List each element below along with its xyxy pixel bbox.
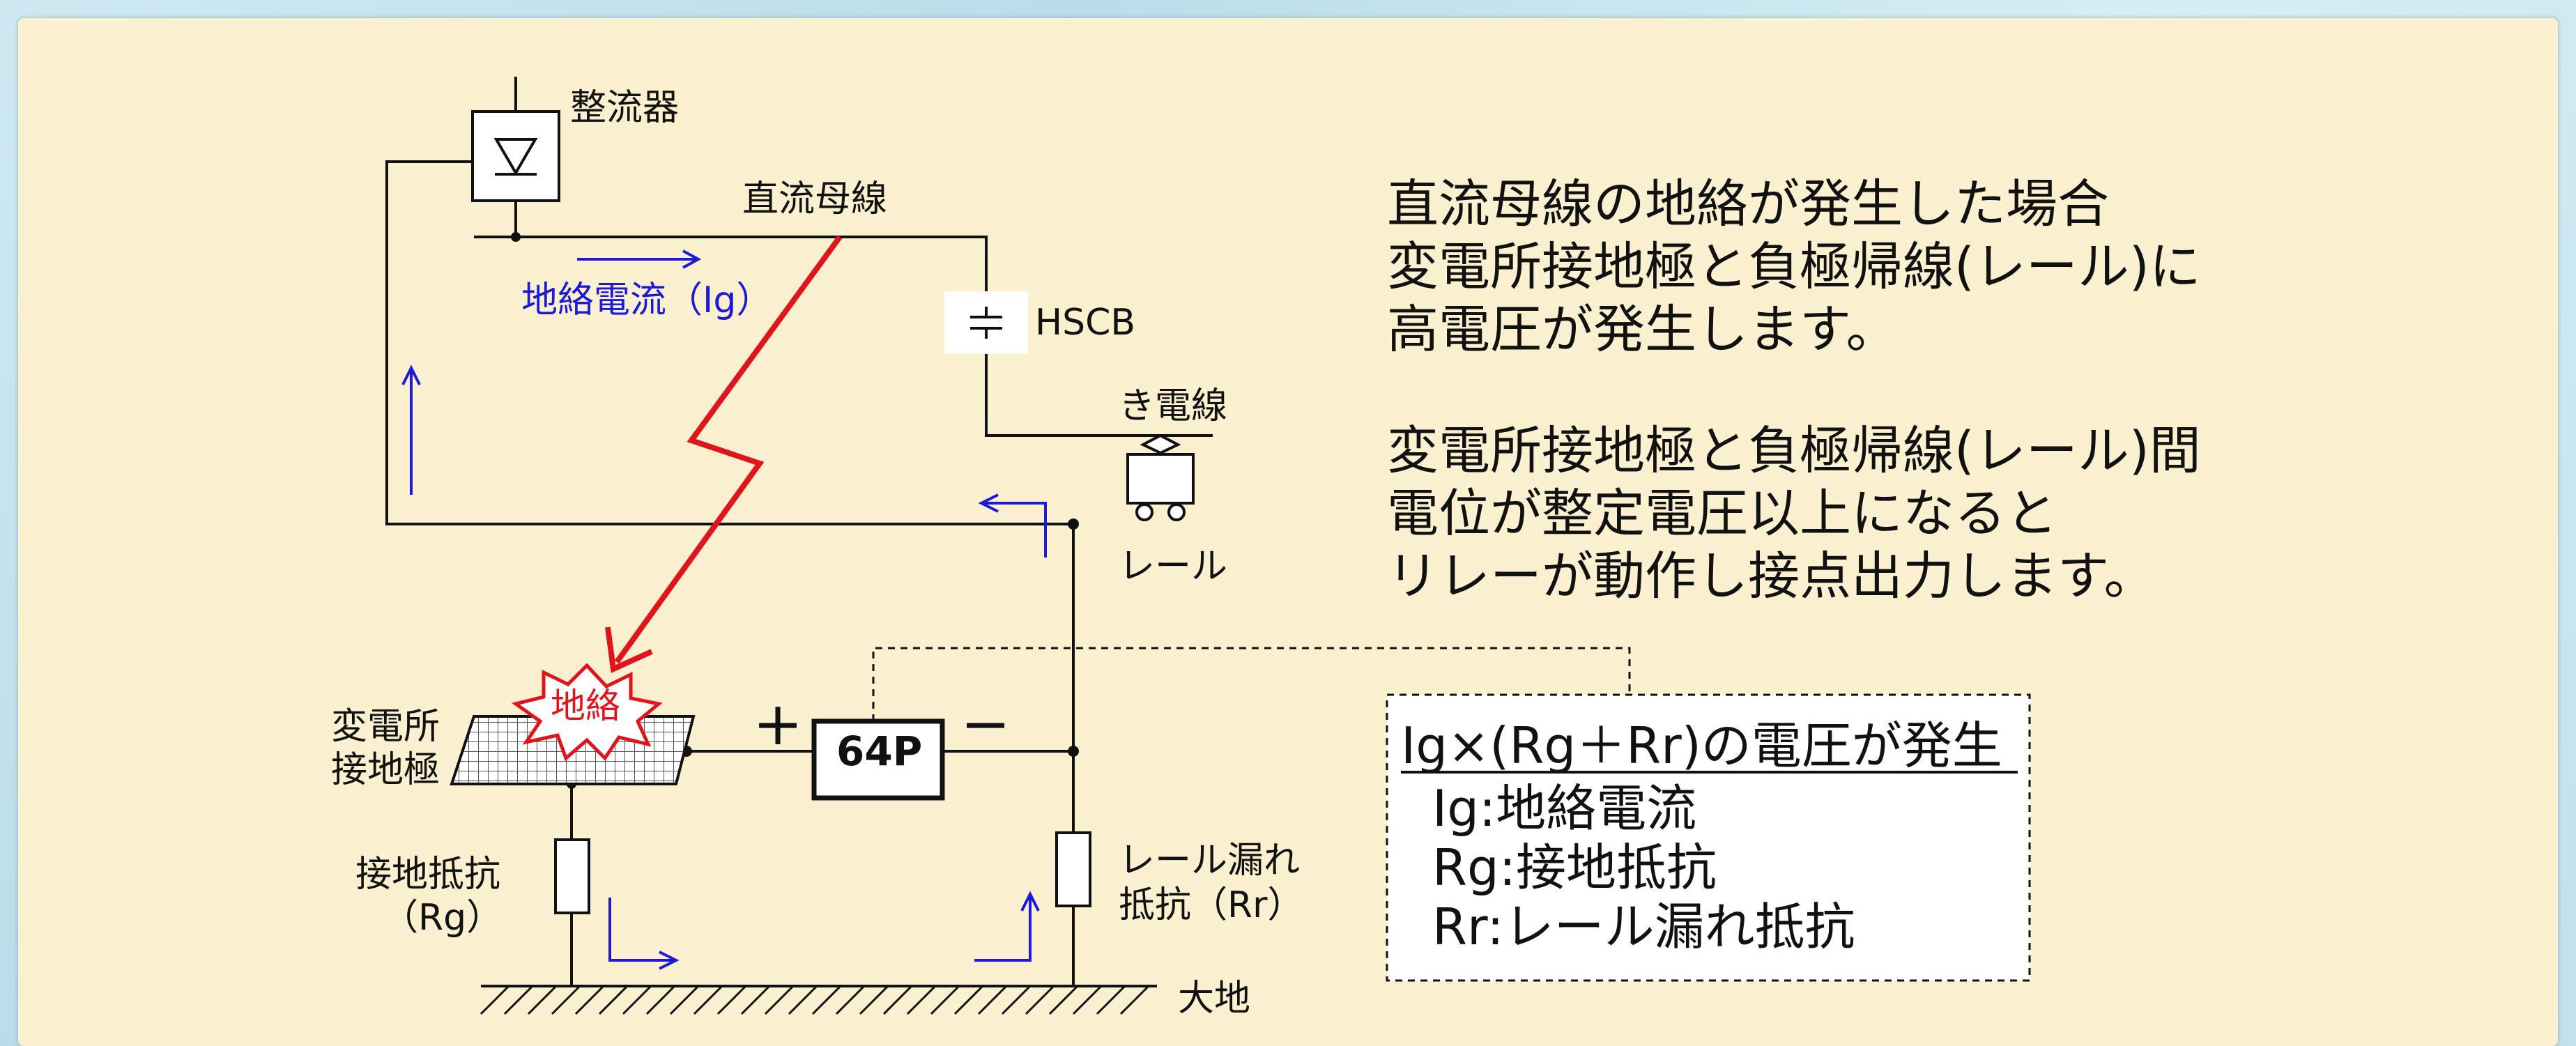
hscb-symbol (944, 291, 1028, 354)
minus-sign: − (960, 689, 1011, 759)
ground-resistance-label-2: （Rg） (382, 897, 503, 939)
explanation-line: 直流母線の地絡が発生した場合 (1387, 174, 2109, 234)
content-panel (18, 18, 2558, 1046)
rectifier-symbol (471, 110, 560, 202)
fault-current-label: 地絡電流（Ig） (521, 279, 772, 321)
formula-box: Ig×(Rg＋Rr)の電圧が発生 Ig:地絡電流 Rg:接地抵抗 Rr:レール漏… (1386, 693, 2031, 982)
rail-leak-label-1: レール漏れ (1119, 840, 1300, 882)
substation-ground-label-1: 変電所 (331, 706, 440, 748)
explanation-line: 高電圧が発生します。 (1387, 300, 1898, 360)
formula-item: Ig:地絡電流 (1432, 779, 1696, 838)
train-icon (1126, 433, 1195, 521)
formula-item: Rr:レール漏れ抵抗 (1432, 898, 1855, 956)
ground-resistor-rg (554, 838, 590, 914)
relay-64p-box (811, 718, 945, 801)
rail-label: レール (1119, 546, 1227, 587)
rail-leak-resistor-rr (1055, 831, 1091, 907)
explanation-line: 電位が整定電圧以上になると (1387, 484, 2057, 544)
explanation-line: リレーが動作し接点出力します。 (1387, 546, 2156, 606)
fault-path-arrow (605, 235, 843, 673)
explanation-line: 変電所接地極と負極帰線(レール)に (1387, 237, 2201, 297)
hscb-label: HSCB (1035, 302, 1135, 344)
fault-burst-icon (512, 663, 663, 762)
rectifier-label: 整流器 (570, 87, 679, 129)
explanation-text: 直流母線の地絡が発生した場合 変電所接地極と負極帰線(レール)に 高電圧が発生し… (1387, 174, 2201, 606)
diagram-labels: 整流器 直流母線 地絡電流（Ig） HSCB き電線 レール 変電所 接地極 地… (331, 87, 1304, 1020)
fault-label: 地絡 (551, 686, 620, 726)
ground-resistance-label-1: 接地抵抗 (355, 854, 500, 895)
substation-ground-label-2: 接地極 (331, 749, 440, 791)
plus-sign: + (753, 689, 803, 759)
rail-leak-label-2: 抵抗（Rr） (1119, 884, 1304, 926)
formula-item: Rg:接地抵抗 (1432, 838, 1717, 897)
formula-title: Ig×(Rg＋Rr)の電圧が発生 (1401, 716, 2002, 775)
current-flow-arrows (401, 249, 1047, 970)
dc-bus-label: 直流母線 (742, 178, 887, 220)
earth-label: 大地 (1178, 978, 1250, 1020)
trolley-label: き電線 (1119, 385, 1227, 427)
explanation-line: 変電所接地極と負極帰線(レール)間 (1387, 421, 2201, 481)
earth-hatch (480, 985, 1150, 1015)
relay-label: 64P (836, 728, 922, 775)
